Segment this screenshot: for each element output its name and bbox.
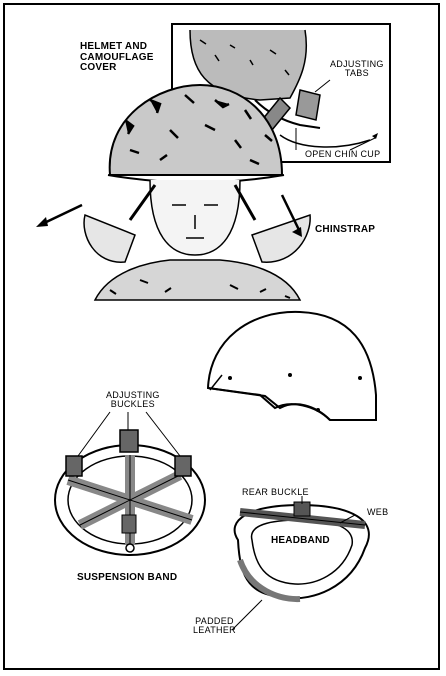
suspension-band bbox=[55, 412, 205, 555]
label-web: WEB bbox=[367, 508, 388, 517]
label-adjusting-tabs: ADJUSTING TABS bbox=[330, 60, 384, 79]
label-rear-buckle: REAR BUCKLE bbox=[242, 488, 309, 497]
label-chinstrap: CHINSTRAP bbox=[315, 225, 375, 236]
label-headband: HEADBAND bbox=[271, 536, 330, 547]
headband bbox=[232, 496, 369, 630]
label-open-chin-cup: OPEN CHIN CUP bbox=[305, 150, 380, 159]
label-adjusting-buckles: ADJUSTING BUCKLES bbox=[106, 391, 160, 410]
label-helmet-cover: HELMET AND CAMOUFLAGE COVER bbox=[80, 42, 154, 74]
label-padded-leather: PADDED LEATHER bbox=[193, 617, 236, 636]
label-suspension-band: SUSPENSION BAND bbox=[77, 573, 177, 584]
helmet-shell-side bbox=[208, 312, 376, 420]
